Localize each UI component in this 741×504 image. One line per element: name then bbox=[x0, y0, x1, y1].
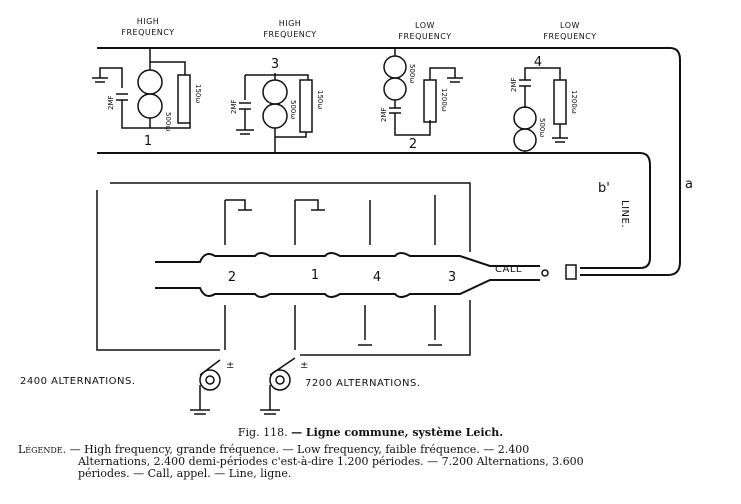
unit-1-header-2: FREQUENCY bbox=[121, 28, 174, 37]
unit-3-number: 3 bbox=[271, 57, 279, 72]
unit-4-number: 4 bbox=[534, 55, 542, 70]
unit-1-header-1: HIGH bbox=[137, 17, 160, 26]
unit-4-res-a: 500ω bbox=[538, 118, 546, 137]
figure-caption: Fig. 118. — Ligne commune, système Leich… bbox=[0, 426, 741, 439]
unit-4-header-2: FREQUENCY bbox=[543, 32, 596, 41]
unit-1-res-b: 150ω bbox=[194, 84, 202, 103]
legend-lead: Légende. bbox=[18, 443, 67, 456]
call-label: CALL bbox=[495, 264, 522, 275]
legend: Légende. — High frequency, grande fréque… bbox=[18, 444, 730, 480]
generator-7200-label: 7200 ALTERNATIONS. bbox=[305, 378, 421, 389]
unit-2-circuit bbox=[383, 48, 463, 136]
unit-2-header-1: LOW bbox=[415, 21, 435, 30]
unit-3-capacitor: 2MF bbox=[230, 99, 238, 114]
line-terminal bbox=[565, 264, 577, 280]
unit-4-circuit bbox=[513, 67, 568, 153]
jack-strip-top bbox=[155, 252, 540, 267]
wire-a-label: a bbox=[685, 177, 693, 192]
line-b bbox=[97, 152, 651, 269]
generator-7200-sign: ± bbox=[300, 360, 309, 371]
unit-1-circuit bbox=[92, 48, 191, 129]
jack-plugs bbox=[224, 195, 442, 350]
generator-2400-sign: ± bbox=[226, 360, 235, 371]
unit-3-res-a: 500ω bbox=[289, 100, 297, 119]
unit-4-capacitor: 2MF bbox=[510, 77, 518, 92]
unit-2-res-b: 1200ω bbox=[440, 88, 448, 112]
unit-4-res-b: 1200ω bbox=[570, 90, 578, 114]
unit-3-header-2: FREQUENCY bbox=[263, 30, 316, 39]
jack-label: 3 bbox=[448, 270, 456, 285]
unit-3-circuit bbox=[236, 73, 313, 153]
legend-line-3: périodes. — Call, appel. — Line, ligne. bbox=[78, 467, 292, 480]
unit-1-res-a: 500ω bbox=[164, 112, 172, 131]
unit-4-header-1: LOW bbox=[560, 21, 580, 30]
unit-3-header-1: HIGH bbox=[279, 19, 302, 28]
unit-1-number: 1 bbox=[144, 134, 152, 149]
unit-2-header-2: FREQUENCY bbox=[398, 32, 451, 41]
line-label: LINE. bbox=[619, 200, 630, 228]
unit-1-capacitor: 2MF bbox=[107, 95, 115, 110]
unit-2-res-a: 500ω bbox=[408, 64, 416, 83]
figure-title: — Ligne commune, système Leich. bbox=[291, 426, 504, 439]
generator-2400-label: 2400 ALTERNATIONS. bbox=[20, 376, 136, 387]
legend-line-1: — High frequency, grande fréquence. — Lo… bbox=[69, 443, 530, 456]
jack-label: 4 bbox=[373, 270, 381, 285]
wire-b-label: b' bbox=[598, 181, 610, 196]
jack-strip-bottom bbox=[155, 279, 540, 298]
legend-line-2: Alternations, 2.400 demi-périodes c'est-… bbox=[78, 455, 584, 468]
jack-label: 2 bbox=[228, 270, 236, 285]
unit-2-capacitor: 2MF bbox=[380, 107, 388, 122]
return-wire bbox=[96, 182, 471, 356]
unit-2-number: 2 bbox=[409, 137, 417, 152]
figure-number: Fig. 118. bbox=[237, 426, 288, 439]
line-a bbox=[97, 47, 681, 276]
generators bbox=[190, 357, 296, 415]
jack-label: 1 bbox=[311, 268, 319, 283]
unit-3-res-b: 150ω bbox=[316, 90, 324, 109]
